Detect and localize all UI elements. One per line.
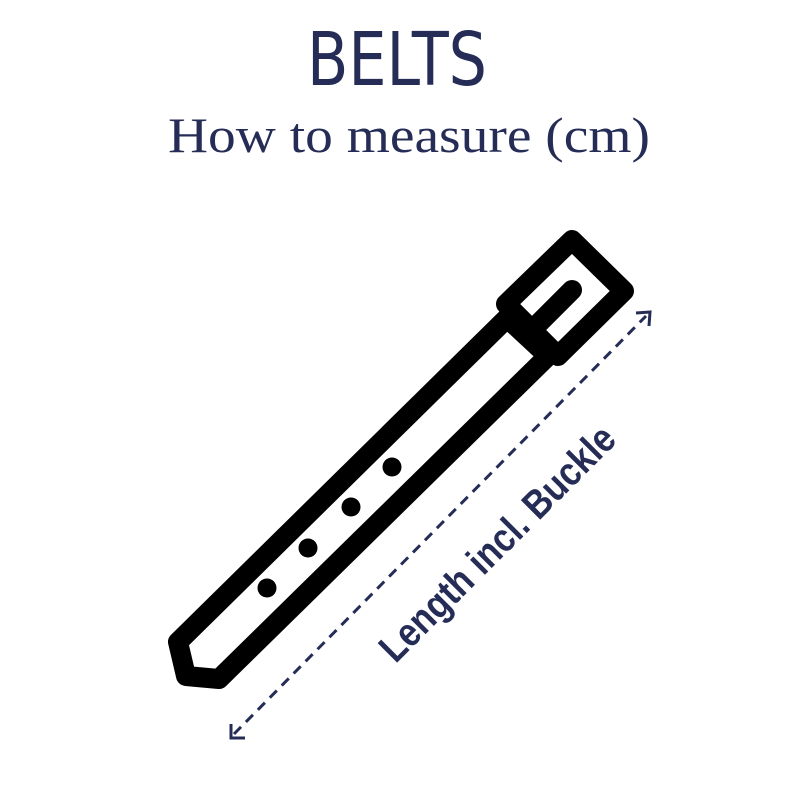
belt-holes [257, 457, 402, 598]
page-title: BELTS [307, 17, 487, 103]
belt-hole [382, 457, 402, 477]
belt-hole [257, 578, 277, 598]
length-arrow [229, 310, 652, 740]
buckle-prong [525, 280, 582, 337]
page-subtitle: How to measure (cm) [168, 107, 650, 163]
dashed-measure-line [232, 314, 648, 736]
buckle-frame [496, 230, 634, 366]
arrowhead-top-icon [635, 310, 652, 327]
belt-hole [341, 497, 361, 517]
arrowhead-bottom-icon [229, 724, 245, 740]
belt-icon [168, 230, 634, 689]
measurement-label: Length incl. Buckle [371, 417, 625, 671]
belt-hole [298, 538, 318, 558]
belt-strap [168, 308, 558, 689]
